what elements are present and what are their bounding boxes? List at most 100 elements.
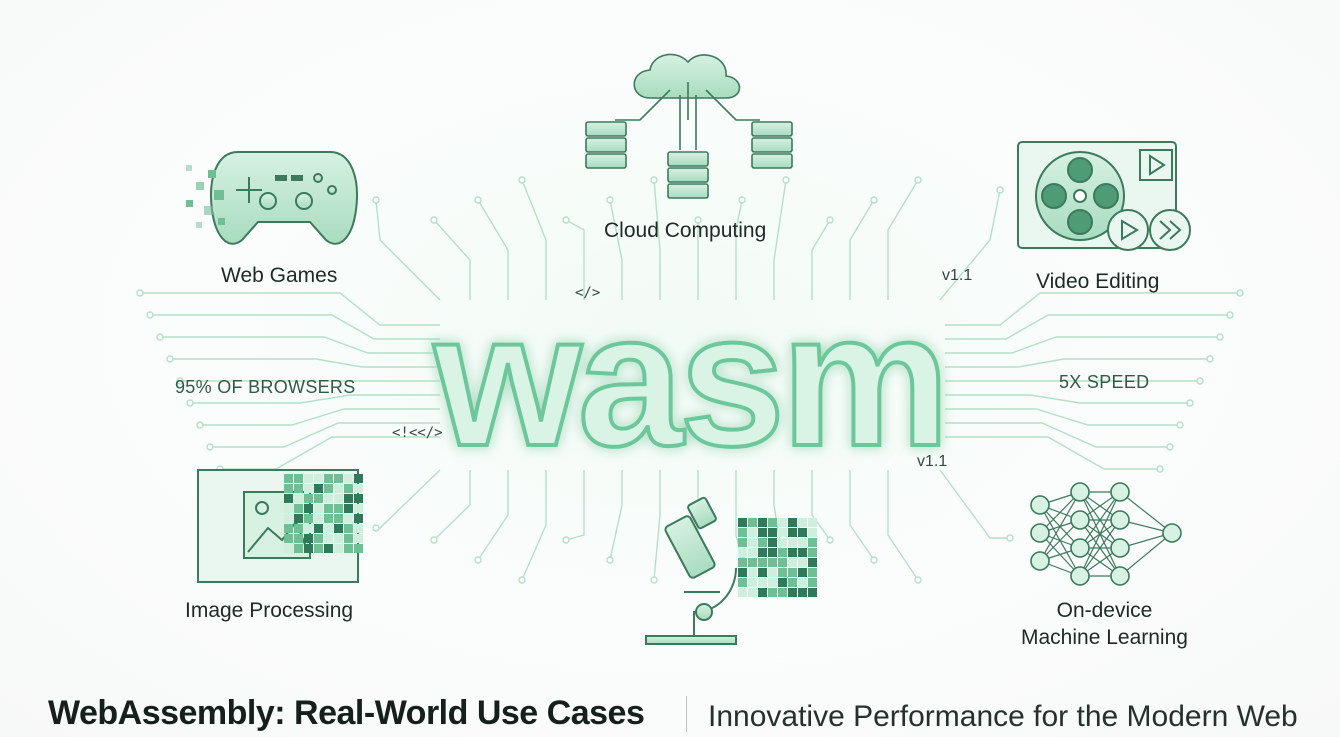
pixel-cell [294,504,303,513]
pixel-cell [324,544,333,553]
trace-node [186,399,194,407]
pixel-cell [788,578,797,587]
pixel-cell [314,534,323,543]
circuit-trace [609,470,623,561]
label-video-editing: Video Editing [1036,270,1160,293]
pixel-cell [768,538,777,547]
pixel-cell [778,578,787,587]
circuit-trace [565,470,585,541]
pixel-cell [788,538,797,547]
circuit-trace [200,408,440,426]
circuit-trace [375,199,441,301]
pixel-cell [354,544,363,553]
pixel-cell [758,548,767,557]
circuit-trace [521,179,547,300]
pixel-cell [344,544,353,553]
pixel-cell [778,548,787,557]
trace-node [738,196,746,204]
circuit-trace [477,470,509,561]
pixel-cell [344,484,353,493]
cloud-computing-icon [585,53,793,199]
trace-node [870,196,878,204]
pixel-cell [758,558,767,567]
pixel-cell [354,534,363,543]
circuit-trace [376,469,441,529]
neural-network-icon [1030,482,1182,586]
trace-node [1236,289,1244,297]
pixel-cell [748,538,757,547]
circuit-trace [477,199,509,300]
tag-version-2: v1.1 [917,453,948,470]
nn-node [1110,482,1130,502]
pixel-cell [344,504,353,513]
pixel-cell [304,484,313,493]
pixel-cell [748,518,757,527]
nn-node [1110,538,1130,558]
pixel-cell [778,518,787,527]
pixel-cell [748,588,757,597]
circuit-trace [735,199,743,300]
footer-subtitle: Innovative Performance for the Modern We… [708,700,1298,733]
pixel-cell [314,474,323,483]
pixel-cell [344,474,353,483]
pixel-cell [758,528,767,537]
nn-edge [1079,519,1121,577]
pixel-cell [798,528,807,537]
pixel-cell [304,544,313,553]
circuit-trace [150,314,440,340]
circuit-trace [887,470,919,581]
trace-node [1166,443,1174,451]
pixel-cell [738,538,747,547]
trace-node [650,176,658,184]
pixel-particles-icon [186,165,225,228]
pixel-cell [738,518,747,527]
pixel-cell [798,568,807,577]
pixel-cell [768,568,777,577]
pixel-cell [808,558,817,567]
pixel-cell [284,474,293,483]
trace-node [372,524,380,532]
nn-node [1070,510,1090,530]
label-ml: On-device Machine Learning [1021,597,1188,652]
pixel-cell [808,578,817,587]
pixel-cell [808,518,817,527]
nn-edge [1119,532,1173,577]
pixel-cell [758,538,767,547]
trace-node [914,576,922,584]
nn-node [1162,523,1182,543]
nn-node [1070,538,1090,558]
pixel-cell [748,528,757,537]
pixel-cell [334,504,343,513]
pixel-cell [788,568,797,577]
pixel-cell [758,568,767,577]
circuit-trace [945,436,1160,470]
wasm-logo: wasm [431,272,952,488]
circuit-trace [521,470,547,581]
trace-node [914,176,922,184]
pixel-cell [314,544,323,553]
trace-node [1206,355,1214,363]
pixel-cell [768,548,777,557]
pixel-cell [304,474,313,483]
pixel-cell [758,578,767,587]
pixel-cell [758,518,767,527]
pixel-cell [778,558,787,567]
trace-node [694,216,702,224]
circuit-trace [945,336,1220,354]
circuit-trace [939,189,1001,301]
nn-node [1110,510,1130,530]
trace-node [430,216,438,224]
data-grid-icon [738,518,817,597]
pixel-cell [294,494,303,503]
circuit-trace [945,394,1190,404]
pixel-cell [344,524,353,533]
label-web-games: Web Games [221,264,338,287]
pixel-cell [748,548,757,557]
pixel-cell [798,578,807,587]
circuit-trace [849,199,875,300]
pixel-cell [314,484,323,493]
pixel-cell [284,504,293,513]
tag-code-1: </> [575,285,601,301]
pixel-cell [808,538,817,547]
stat-browsers: 95% OF BROWSERS [175,377,356,397]
